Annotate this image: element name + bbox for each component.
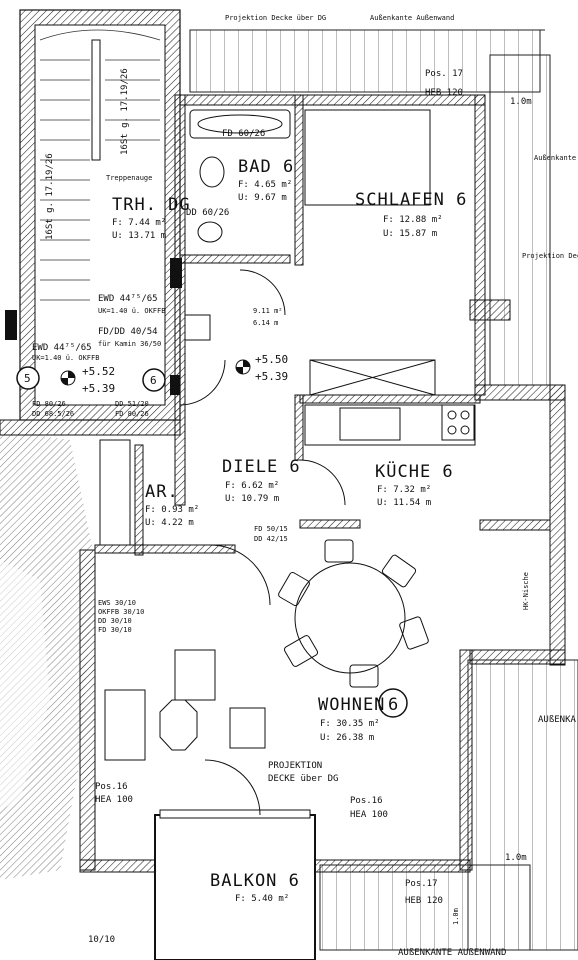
balcony (154, 809, 316, 960)
room-perimeter: U: 4.22 m (145, 518, 194, 528)
annotation: 16St g. 17.19/26 (120, 68, 130, 155)
annotation: FD/DD 40/54 (98, 327, 158, 337)
level-marker: +5.39 (82, 382, 115, 395)
projection-right-label: Projektion Decke ü (522, 252, 578, 260)
annotation: HK-Nische (522, 572, 530, 610)
axis-label: 5 (24, 372, 31, 385)
room-number: 6 (388, 695, 399, 715)
annotation: Pos.16 (95, 782, 128, 792)
fixtures (99, 109, 476, 816)
axis-label: 6 (150, 374, 157, 387)
annotation: UK=1.40 ü. OKFFB (98, 307, 165, 315)
annotation: DD 42/15 (254, 535, 288, 543)
room-perimeter: U: 26.38 m (320, 733, 374, 743)
annotation: 9.11 m² (253, 307, 283, 315)
room-diele: DIELE 6 F: 6.62 m² U: 10.79 m (222, 457, 301, 504)
level-marker: +5.52 (82, 365, 115, 378)
room-treppenhaus: TRH. DG F: 7.44 m² U: 13.71 m (112, 195, 191, 241)
annotation: PROJEKTION (268, 761, 322, 771)
technical-annotations: FD 60/26 DD 60/26 16St g. 17.19/26 16St … (24, 68, 532, 945)
room-area: F: 7.32 m² (377, 485, 431, 495)
outer-edge-bottom-label: AUßENKANTE AUßENWAND (398, 948, 506, 958)
room-area: F: 6.62 m² (225, 481, 279, 491)
room-name: KÜCHE 6 (375, 460, 454, 482)
room-area: F: 12.88 m² (383, 215, 443, 225)
room-name: TRH. DG (112, 195, 191, 215)
walls (0, 94, 566, 873)
room-abstell: AR. F: 0.93 m² U: 4.22 m (145, 482, 199, 528)
outer-edge-top-label: Außenkante Außenwand (370, 14, 454, 22)
room-wohnen: WOHNEN 6 F: 30.35 m² U: 26.38 m (318, 695, 399, 743)
room-perimeter: U: 10.79 m (225, 494, 279, 504)
annotation: Pos.16 (350, 796, 383, 806)
annotation: für Kamin 36/50 (98, 340, 161, 348)
room-name: BALKON 6 (210, 871, 300, 891)
annotation: HEB 120 (405, 896, 443, 906)
room-area: F: 7.44 m² (112, 218, 166, 228)
level-marker: +5.39 (255, 370, 288, 383)
terrain-shading (0, 430, 95, 880)
annotation: EWS 30/10 (98, 599, 136, 607)
outer-edge-right-label: Außenkante A (534, 154, 578, 162)
room-perimeter: U: 15.87 m (383, 229, 437, 239)
room-name: SCHLAFEN 6 (355, 190, 467, 210)
annotation: HEB 120 (425, 88, 463, 98)
room-area: F: 30.35 m² (320, 719, 380, 729)
room-name: WOHNEN (318, 695, 385, 715)
annotation: UK=1.40 ü. OKFFB (32, 354, 99, 362)
annotation: Pos.17 (405, 879, 438, 889)
room-name: AR. (145, 482, 179, 502)
room-balkon: BALKON 6 F: 5.40 m² (210, 871, 300, 904)
annotation: DD 60/26 (186, 208, 229, 218)
room-perimeter: U: 11.54 m (377, 498, 431, 508)
annotation: FD 80/26 (32, 400, 66, 408)
roof-eaves (189, 29, 578, 951)
axis-markers (16, 359, 408, 718)
room-perimeter: U: 9.67 m (238, 193, 287, 203)
annotation: FD 50/15 (254, 525, 288, 533)
room-area: F: 5.40 m² (235, 894, 289, 904)
annotation: EWD 44⁷⁵/65 (98, 294, 158, 304)
annotation: DECKE über DG (268, 774, 338, 784)
staircase (19, 9, 181, 421)
room-perimeter: U: 13.71 m (112, 231, 166, 241)
room-kueche: KÜCHE 6 F: 7.32 m² U: 11.54 m (375, 460, 454, 508)
annotation: FD 60/26 (222, 129, 265, 139)
annotation: FD 80/26 (115, 410, 149, 418)
annotation: OKFFB 30/10 (98, 608, 144, 616)
annotation: 1.0m (510, 97, 532, 107)
annotation: HEA 100 (350, 810, 388, 820)
outer-edge-side-label: AUßENKA (538, 715, 577, 725)
annotation: Pos. 17 (425, 69, 463, 79)
room-name: DIELE 6 (222, 457, 301, 477)
annotation: DD 30/10 (98, 617, 132, 625)
annotation: DD 51/20 (115, 400, 149, 408)
annotation: 6.14 m (253, 319, 278, 327)
projection-top-label: Projektion Decke über DG (225, 14, 326, 22)
room-name: BAD 6 (238, 157, 294, 177)
annotation: 10/10 (88, 935, 115, 945)
annotation: 1.0m (505, 853, 527, 863)
annotation: FD 30/10 (98, 626, 132, 634)
annotation: 1.0m (452, 908, 460, 925)
room-area: F: 4.65 m² (238, 180, 292, 190)
level-marker: +5.50 (255, 353, 288, 366)
annotation: HEA 100 (95, 795, 133, 805)
annotation: Treppenauge (106, 174, 152, 182)
annotation: 16St g. 17.19/26 (45, 153, 55, 240)
room-area: F: 0.93 m² (145, 505, 199, 515)
annotation: EWD 44⁷⁵/65 (32, 343, 92, 353)
room-schlafen: SCHLAFEN 6 F: 12.88 m² U: 15.87 m (355, 190, 467, 239)
annotation: DD 68.5/26 (32, 410, 74, 418)
room-bad: BAD 6 F: 4.65 m² U: 9.67 m (238, 157, 294, 203)
